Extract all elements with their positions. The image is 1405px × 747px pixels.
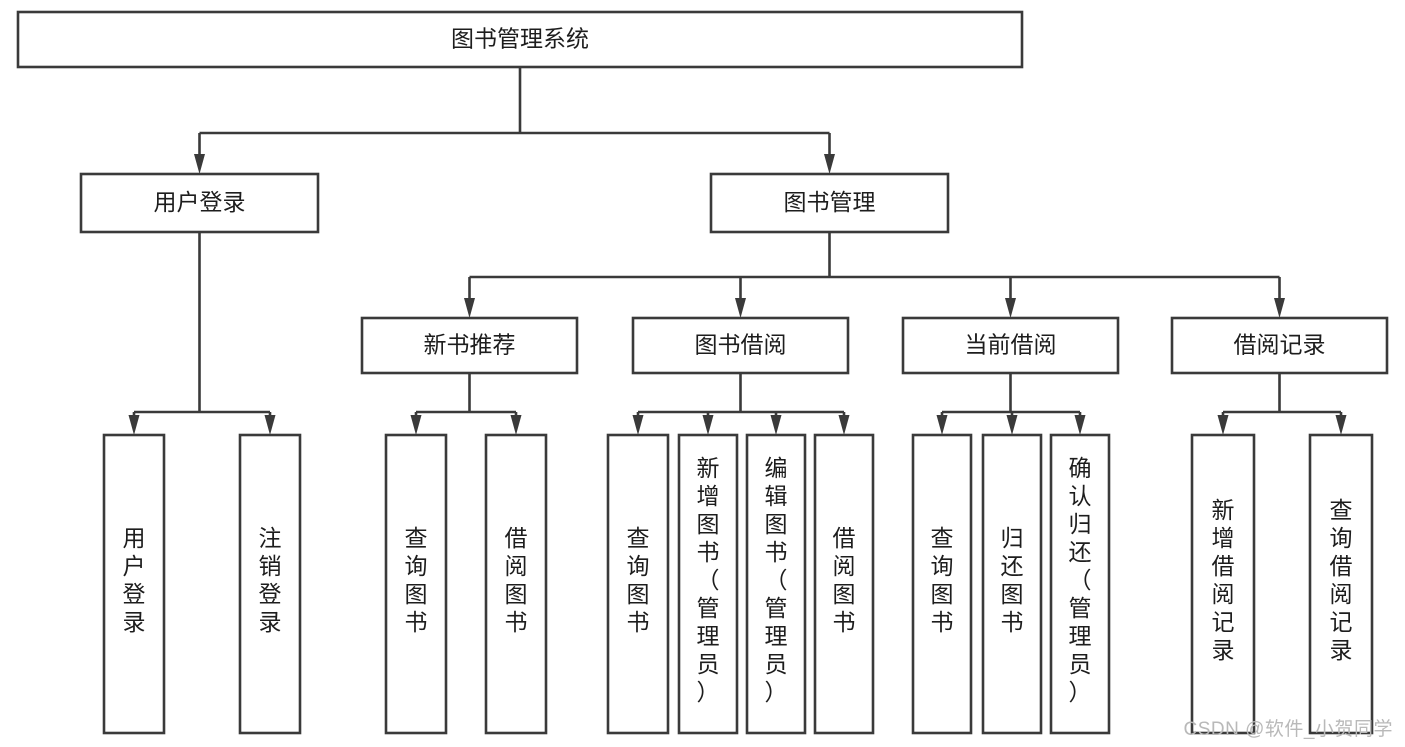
- node-box-root: [16, 10, 1024, 69]
- node-label-leaf-confirm-return: 确认归还（管理员）: [1069, 455, 1092, 705]
- node-label-leaf-edit-book: 编辑图书（管理员）: [765, 455, 788, 705]
- node-box-leaf-borrow-book-1: [484, 433, 548, 735]
- arrow-icon-leaf-confirm-return: [1074, 415, 1086, 435]
- node-box-borrow-record: [1170, 316, 1389, 375]
- node-current-borrow[interactable]: 当前借阅: [901, 316, 1120, 375]
- arrow-icon-leaf-user-logout: [264, 415, 276, 435]
- node-box-leaf-edit-book: [745, 433, 807, 735]
- node-box-book-manage: [709, 172, 950, 234]
- node-label-new-book-recommend: 新书推荐: [424, 332, 516, 358]
- node-leaf-user-login[interactable]: 用户登录: [102, 433, 166, 735]
- node-leaf-borrow-book-2[interactable]: 借阅图书: [813, 433, 875, 735]
- node-box-current-borrow: [901, 316, 1120, 375]
- node-box-leaf-user-login: [102, 433, 166, 735]
- node-leaf-query-record[interactable]: 查询借阅记录: [1308, 433, 1374, 735]
- node-label-leaf-query-record: 查询借阅记录: [1330, 497, 1353, 663]
- node-book-borrow[interactable]: 图书借阅: [631, 316, 850, 375]
- node-leaf-query-book-1[interactable]: 查询图书: [384, 433, 448, 735]
- node-label-leaf-query-book-1: 查询图书: [405, 525, 428, 635]
- arrow-icon-book-borrow: [735, 298, 746, 318]
- node-leaf-query-book-2[interactable]: 查询图书: [606, 433, 670, 735]
- arrow-icon-book-manage: [824, 154, 835, 174]
- node-label-root: 图书管理系统: [451, 26, 589, 52]
- node-label-leaf-add-book: 新增图书（管理员）: [697, 455, 720, 705]
- node-label-borrow-record: 借阅记录: [1234, 332, 1326, 358]
- node-leaf-add-book[interactable]: 新增图书（管理员）: [677, 433, 739, 735]
- node-book-manage[interactable]: 图书管理: [709, 172, 950, 234]
- arrow-icon-user-login: [194, 154, 205, 174]
- node-label-book-borrow: 图书借阅: [695, 332, 787, 358]
- node-label-leaf-query-book-3: 查询图书: [931, 525, 954, 635]
- node-label-leaf-add-record: 新增借阅记录: [1212, 497, 1235, 663]
- node-leaf-add-record[interactable]: 新增借阅记录: [1190, 433, 1256, 735]
- node-label-leaf-query-book-2: 查询图书: [627, 525, 650, 635]
- node-label-leaf-user-login: 用户登录: [123, 525, 146, 635]
- node-box-leaf-borrow-book-2: [813, 433, 875, 735]
- node-leaf-return-book[interactable]: 归还图书: [981, 433, 1043, 735]
- node-box-leaf-query-book-2: [606, 433, 670, 735]
- node-box-book-borrow: [631, 316, 850, 375]
- node-user-login[interactable]: 用户登录: [79, 172, 320, 234]
- node-label-book-manage: 图书管理: [784, 189, 876, 215]
- node-box-leaf-add-record: [1190, 433, 1256, 735]
- watermark-text: CSDN @软件_小贺同学: [1183, 719, 1393, 740]
- arrow-icon-current-borrow: [1005, 298, 1016, 318]
- connector-layer: [128, 67, 1347, 435]
- node-leaf-user-logout[interactable]: 注销登录: [238, 433, 302, 735]
- arrow-icon-leaf-add-record: [1217, 415, 1229, 435]
- node-label-user-login: 用户登录: [154, 189, 246, 215]
- arrow-icon-leaf-query-book-2: [632, 415, 644, 435]
- arrow-icon-leaf-query-book-1: [410, 415, 422, 435]
- node-leaf-borrow-book-1[interactable]: 借阅图书: [484, 433, 548, 735]
- arrow-icon-leaf-return-book: [1006, 415, 1018, 435]
- node-new-book-recommend[interactable]: 新书推荐: [360, 316, 579, 375]
- node-box-leaf-query-record: [1308, 433, 1374, 735]
- arrow-icon-leaf-user-login: [128, 415, 140, 435]
- node-label-leaf-user-logout: 注销登录: [259, 525, 282, 635]
- node-box-leaf-query-book-1: [384, 433, 448, 735]
- node-layer: 图书管理系统用户登录图书管理新书推荐图书借阅当前借阅借阅记录用户登录注销登录查询…: [16, 10, 1389, 735]
- node-box-leaf-return-book: [981, 433, 1043, 735]
- arrow-icon-leaf-query-book-3: [936, 415, 948, 435]
- node-leaf-edit-book[interactable]: 编辑图书（管理员）: [745, 433, 807, 735]
- node-leaf-query-book-3[interactable]: 查询图书: [911, 433, 973, 735]
- node-root[interactable]: 图书管理系统: [16, 10, 1024, 69]
- node-label-leaf-return-book: 归还图书: [1001, 525, 1024, 635]
- node-box-user-login: [79, 172, 320, 234]
- arrow-icon-leaf-add-book: [702, 415, 714, 435]
- node-box-leaf-user-logout: [238, 433, 302, 735]
- node-leaf-confirm-return[interactable]: 确认归还（管理员）: [1049, 433, 1111, 735]
- node-label-leaf-borrow-book-1: 借阅图书: [505, 525, 528, 635]
- arrow-icon-leaf-edit-book: [770, 415, 782, 435]
- arrow-icon-leaf-borrow-book-2: [838, 415, 850, 435]
- node-borrow-record[interactable]: 借阅记录: [1170, 316, 1389, 375]
- arrow-icon-borrow-record: [1274, 298, 1285, 318]
- node-box-new-book-recommend: [360, 316, 579, 375]
- arrow-icon-leaf-query-record: [1335, 415, 1347, 435]
- node-box-leaf-add-book: [677, 433, 739, 735]
- arrow-icon-leaf-borrow-book-1: [510, 415, 522, 435]
- node-label-current-borrow: 当前借阅: [965, 332, 1057, 358]
- arrow-icon-new-book-recommend: [464, 298, 475, 318]
- node-label-leaf-borrow-book-2: 借阅图书: [833, 525, 856, 635]
- node-box-leaf-confirm-return: [1049, 433, 1111, 735]
- node-box-leaf-query-book-3: [911, 433, 973, 735]
